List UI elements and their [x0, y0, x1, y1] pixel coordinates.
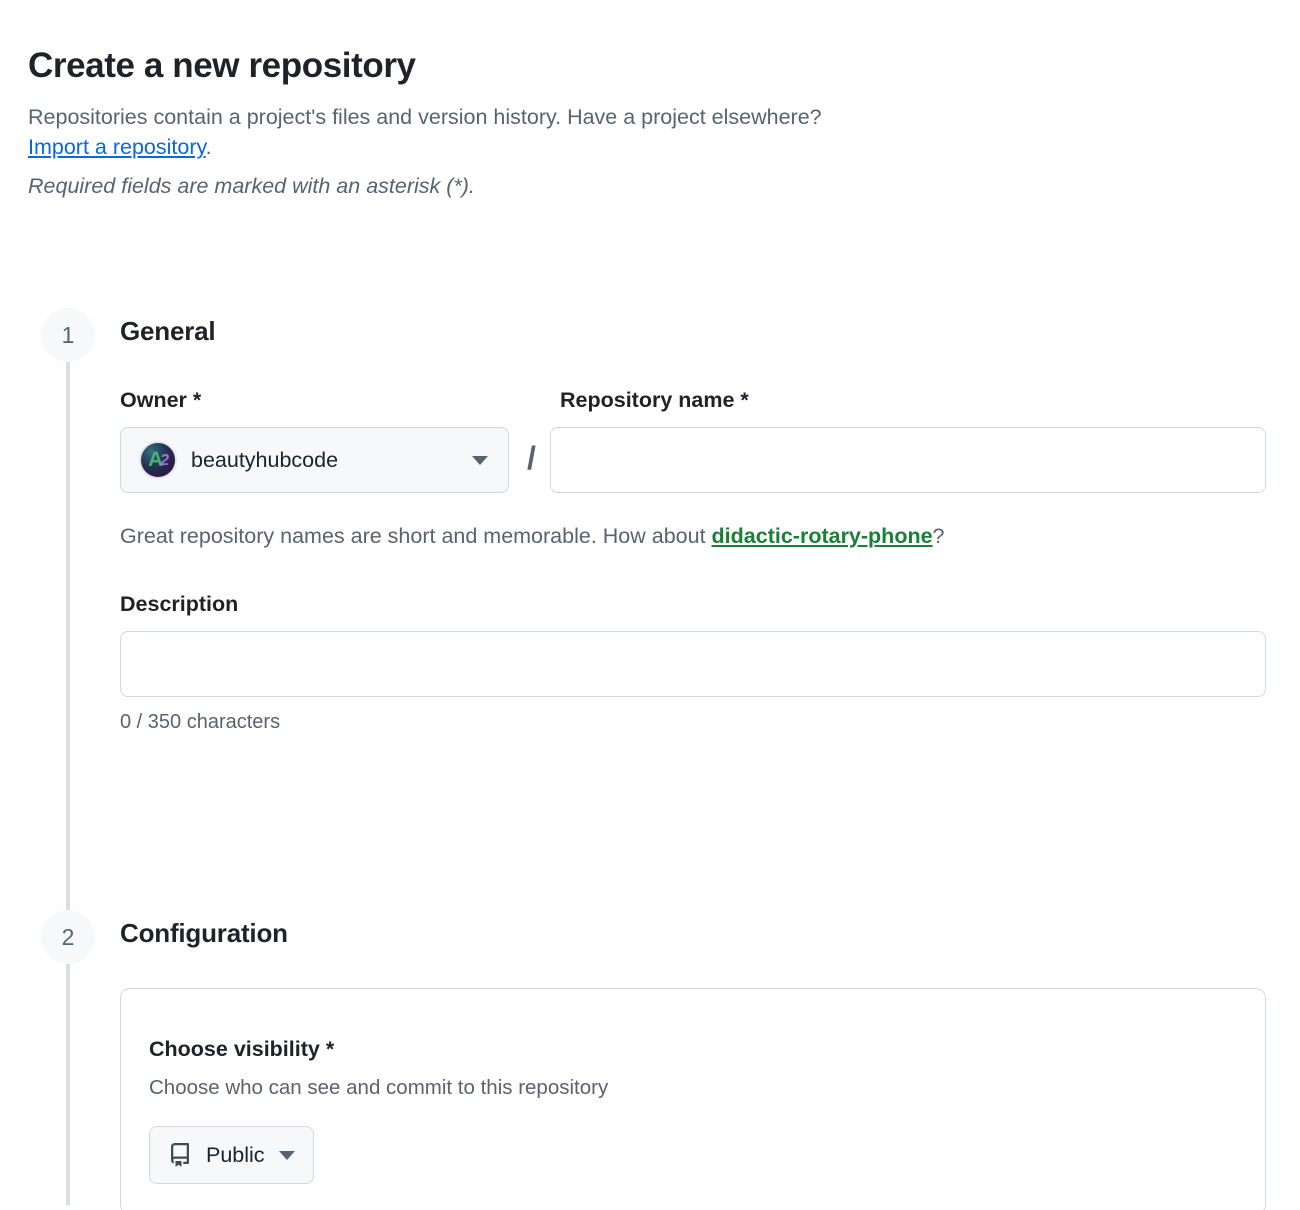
- chevron-down-icon: [472, 455, 488, 465]
- page-header: Create a new repository Repositories con…: [28, 44, 1268, 201]
- visibility-value: Public: [206, 1142, 265, 1167]
- repository-name-hint: Great repository names are short and mem…: [120, 521, 1040, 552]
- required-fields-note: Required fields are marked with an aster…: [28, 173, 475, 198]
- avatar-letter: A: [148, 448, 164, 471]
- subtitle-period: .: [205, 135, 212, 160]
- owner-repo-separator: /: [527, 439, 536, 476]
- visibility-select-button[interactable]: Public: [149, 1126, 314, 1184]
- description-block: Description 0 / 350 characters: [120, 592, 1266, 734]
- repo-book-icon: [168, 1143, 192, 1167]
- description-char-count: 0 / 350 characters: [120, 710, 281, 733]
- step-title-general: General: [120, 316, 216, 346]
- suggested-name-link[interactable]: didactic-rotary-phone: [711, 524, 933, 548]
- general-form: Owner * A 2 beautyhubcode / Great reposi…: [120, 388, 1266, 734]
- step-number-2: 2: [41, 910, 95, 964]
- owner-name-value: beautyhubcode: [191, 447, 339, 472]
- choose-visibility-description: Choose who can see and commit to this re…: [149, 1076, 609, 1099]
- step-number-1: 1: [41, 308, 95, 362]
- owner-avatar-icon: A 2: [139, 441, 177, 479]
- owner-select-button[interactable]: A 2 beautyhubcode: [120, 427, 509, 493]
- description-input[interactable]: [120, 630, 1266, 697]
- subtitle-text: Repositories contain a project's files a…: [28, 104, 822, 129]
- avatar-digit: 2: [160, 452, 169, 469]
- hint-suffix: ?: [932, 524, 945, 548]
- choose-visibility-label: Choose visibility *: [149, 1037, 335, 1061]
- page-subtitle: Repositories contain a project's files a…: [28, 102, 1268, 163]
- hint-prefix: Great repository names are short and mem…: [120, 524, 712, 548]
- owner-label: Owner *: [120, 388, 202, 412]
- step-title-configuration: Configuration: [120, 918, 288, 948]
- owner-repo-row: A 2 beautyhubcode /: [120, 427, 1266, 493]
- description-label: Description: [120, 591, 239, 616]
- import-repository-link[interactable]: Import a repository: [28, 135, 206, 160]
- chevron-down-icon: [278, 1150, 295, 1160]
- repository-name-label: Repository name *: [560, 388, 749, 412]
- page-title: Create a new repository: [28, 46, 416, 85]
- stepper-rail: [66, 345, 70, 1205]
- repository-name-input[interactable]: [549, 427, 1266, 493]
- configuration-card: Choose visibility * Choose who can see a…: [120, 988, 1266, 1210]
